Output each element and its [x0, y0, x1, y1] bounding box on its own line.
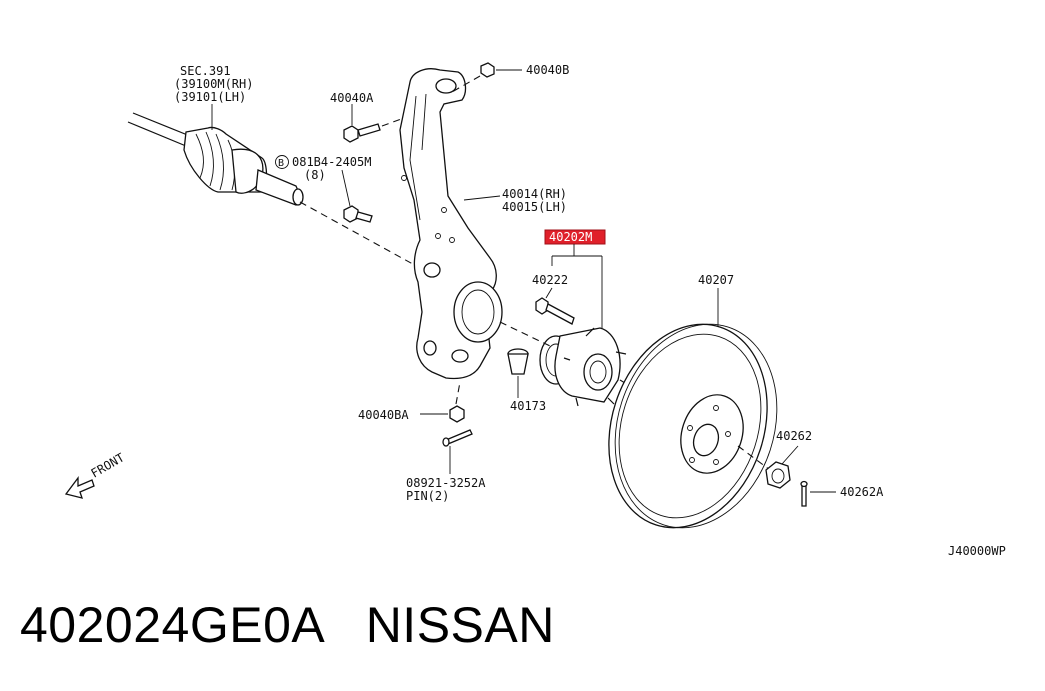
bolt-40222 — [535, 297, 575, 325]
seal-40173 — [507, 348, 529, 398]
label-40202m: 40202M — [549, 230, 592, 244]
diagram-id: J40000WP — [948, 544, 1006, 558]
part-number: 402024GE0A — [20, 597, 323, 653]
cotter-pin-40262a — [800, 480, 836, 507]
label-40040b: 40040B — [526, 63, 569, 77]
brake-rotor — [608, 323, 778, 529]
label-40207: 40207 — [698, 273, 734, 287]
nut-40040b — [451, 62, 522, 93]
label-pin-code: 08921-3252A — [406, 476, 486, 490]
hub-nut-40262 — [765, 445, 799, 489]
label-knuckle-lh: 40015(LH) — [502, 200, 567, 214]
label-bolt-b-qty: (8) — [304, 168, 326, 182]
label-front: FRONT — [89, 450, 127, 480]
label-sec-lh: (39101(LH) — [174, 90, 246, 104]
brand-name: NISSAN — [365, 597, 555, 653]
label-40262: 40262 — [776, 429, 812, 443]
label-knuckle-rh: 40014(RH) — [502, 187, 567, 201]
part-number-caption: 402024GE0A NISSAN — [20, 596, 555, 654]
bolt-b-marker-circle — [275, 155, 289, 169]
label-pin-qty: PIN(2) — [406, 489, 449, 503]
label-sec-rh: (39100M(RH) — [174, 77, 253, 91]
cotter-pin — [442, 429, 473, 474]
steering-knuckle — [399, 68, 503, 380]
drive-shaft — [127, 112, 421, 269]
label-bolt-b-code: 081B4-2405M — [292, 155, 371, 169]
bolt-081b4 — [341, 169, 373, 223]
label-40222: 40222 — [532, 273, 568, 287]
front-arrow — [64, 476, 95, 499]
label-40040ba: 40040BA — [358, 408, 409, 422]
label-40173: 40173 — [510, 399, 546, 413]
label-40040a: 40040A — [330, 91, 374, 105]
label-bolt-b-circle: B — [278, 158, 284, 169]
highlight-box — [544, 229, 606, 245]
bolt-40040a — [343, 104, 405, 143]
wheel-hub-bearing — [499, 321, 641, 407]
nut-40040ba — [420, 381, 465, 423]
label-40262a: 40262A — [840, 485, 884, 499]
label-sec-391: SEC.391 — [180, 64, 231, 78]
